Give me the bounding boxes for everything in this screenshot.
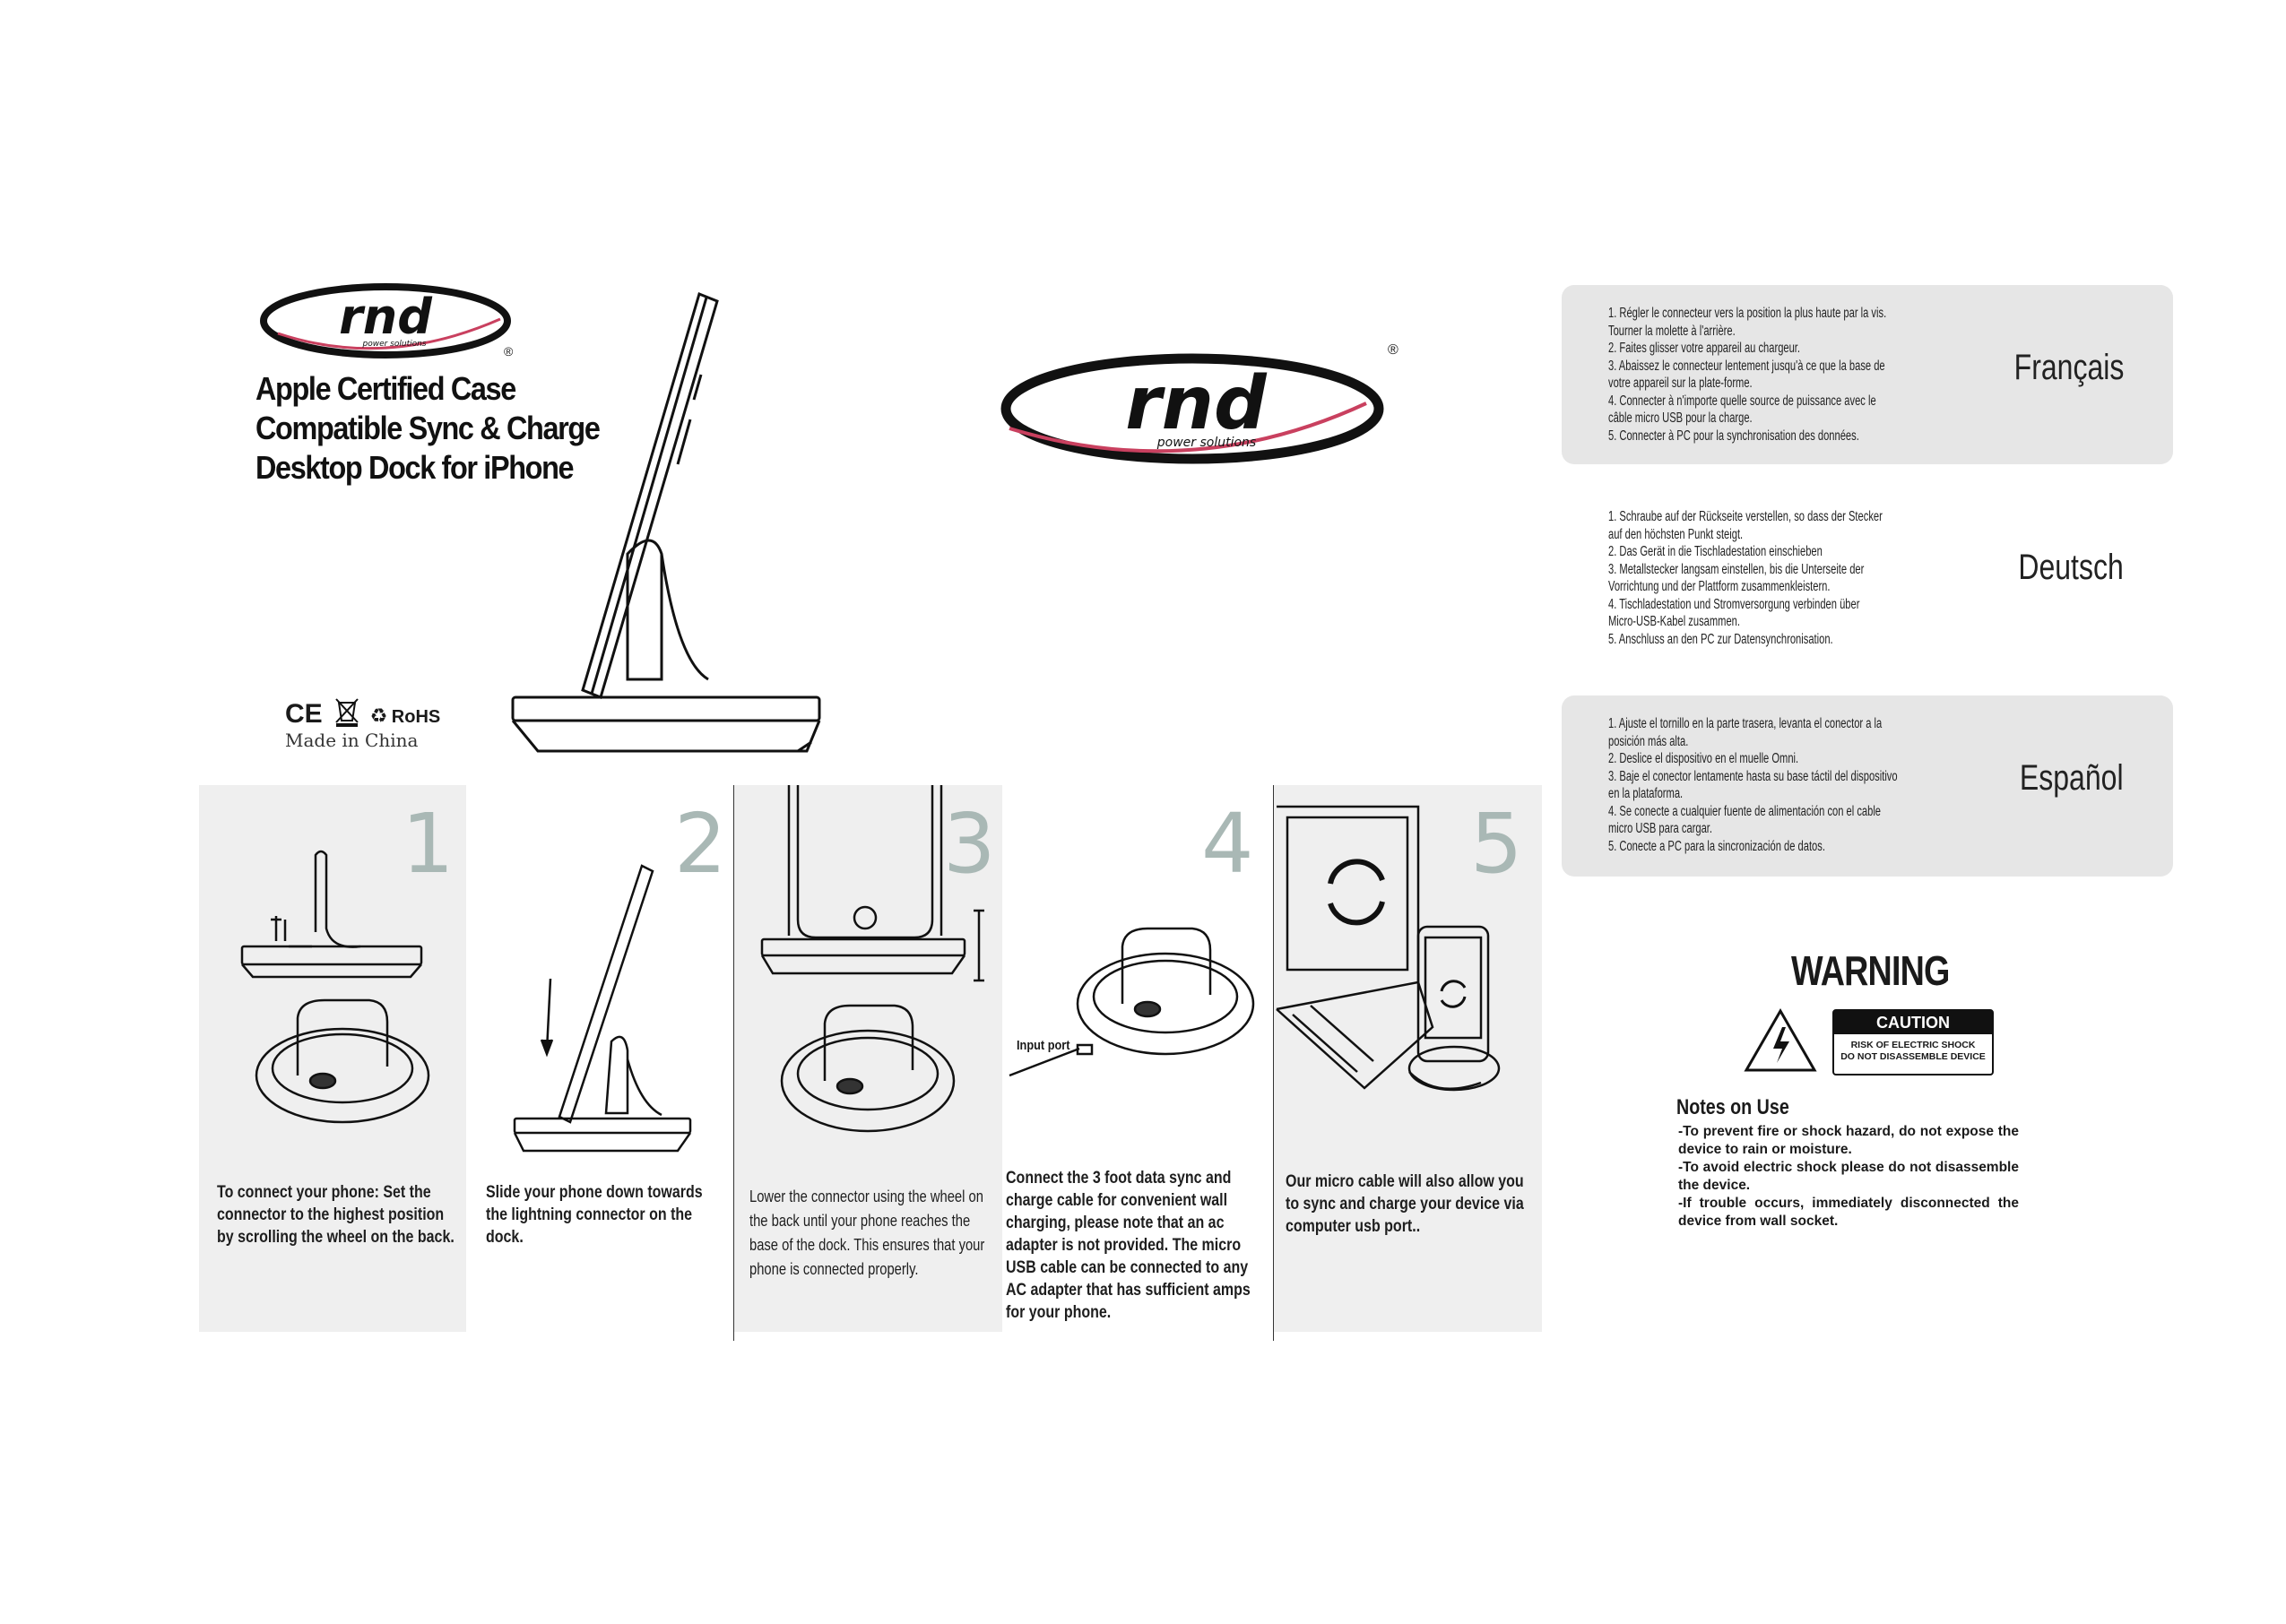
certification-marks: CE ♻ RoHS [285, 695, 440, 730]
note-item: -If trouble occurs, immediately disconne… [1678, 1196, 2019, 1229]
ce-mark: CE [285, 699, 323, 729]
registered-mark: ® [504, 344, 514, 358]
lang-name: Deutsch [2018, 548, 2124, 587]
warning-heading: WARNING [1791, 947, 1950, 994]
step-3-illustration [758, 785, 1000, 1166]
step-number: 2 [674, 796, 727, 892]
step-3-panel [733, 785, 1002, 1332]
step-number: 4 [1201, 796, 1254, 892]
dock-hero-illustration [502, 285, 843, 773]
step-2-caption: Slide your phone down towards the lightn… [486, 1182, 703, 1247]
large-logo: rnd power solutions [1000, 350, 1395, 466]
note-item: -To prevent fire or shock hazard, do not… [1678, 1124, 2019, 1157]
step-2-illustration [507, 862, 705, 1162]
made-in-label: Made in China [285, 730, 419, 751]
divider [1273, 785, 1274, 1341]
small-logo: rnd power solutions [260, 280, 520, 362]
lang-name: Français [2013, 348, 2124, 387]
svg-text:power solutions: power solutions [1156, 436, 1256, 450]
lang-name: Español [2020, 758, 2124, 798]
high-voltage-icon [1743, 1007, 1818, 1078]
step-4-illustration [1002, 905, 1271, 1107]
logo-text: rnd [339, 289, 433, 345]
step-number: 5 [1470, 796, 1523, 892]
notes-heading: Notes on Use [1676, 1095, 1789, 1119]
step-1-caption: To connect your phone: Set the connector… [217, 1182, 455, 1247]
step-5-caption: Our micro cable will also allow you to s… [1286, 1171, 1524, 1236]
lang-box-german: 1. Schraube auf der Rückseite verstellen… [1608, 509, 2124, 647]
svg-text:rnd: rnd [1125, 361, 1268, 446]
step-number: 3 [943, 796, 996, 892]
large-registered-mark: ® [1388, 342, 1398, 358]
step-1-illustration [235, 842, 468, 1152]
svg-text:power solutions: power solutions [361, 340, 426, 349]
lang-box-french: 1. Régler le connecteur vers la position… [1562, 285, 2173, 464]
step-5-illustration [1275, 803, 1544, 1121]
step-4-caption: Connect the 3 foot data sync and charge … [1006, 1168, 1251, 1322]
recycle-icon: ♻ [369, 704, 388, 727]
divider [733, 785, 734, 1341]
note-item: -To avoid electric shock please do not d… [1678, 1160, 2019, 1193]
lang-box-spanish: 1. Ajuste el tornillo en la parte traser… [1562, 695, 2173, 877]
notes-list: -To prevent fire or shock hazard, do not… [1678, 1123, 2019, 1231]
step-number: 1 [402, 796, 455, 892]
rohs-mark: RoHS [391, 707, 441, 727]
input-port-callout: Input port [1017, 1038, 1070, 1053]
product-title: Apple Certified Case Compatible Sync & C… [255, 370, 601, 486]
weee-bin-icon [333, 695, 360, 727]
step-3-caption: Lower the connector using the wheel on t… [749, 1188, 985, 1278]
